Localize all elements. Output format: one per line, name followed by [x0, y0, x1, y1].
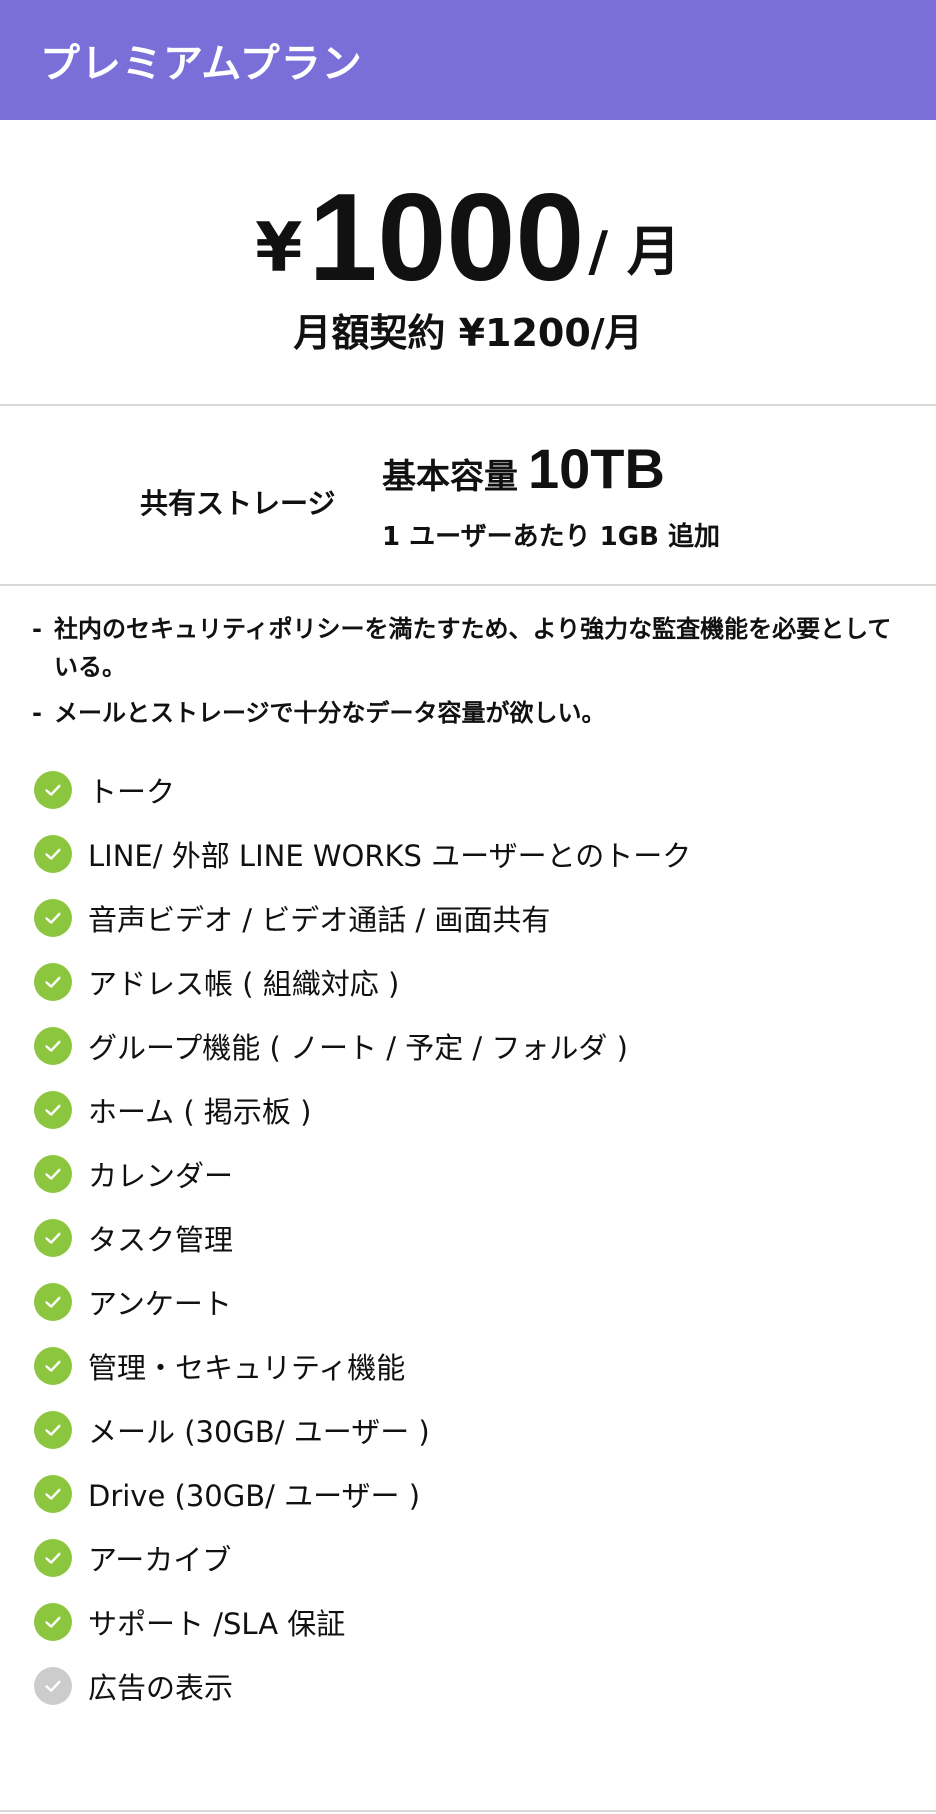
storage-per-user: 1 ユーザーあたり 1GB 追加 — [382, 522, 720, 552]
price-per: / 月 — [588, 220, 681, 283]
note-dash: - — [32, 615, 42, 643]
storage-base-label: 基本容量 — [382, 457, 518, 497]
price-amount: 1000 — [308, 169, 585, 307]
feature-label: グループ機能 ( ノート / 予定 / フォルダ ) — [88, 1031, 628, 1065]
check-circle-icon — [34, 1219, 72, 1257]
feature-item: サポート /SLA 保証 — [34, 1590, 936, 1654]
bottom-divider — [0, 1810, 936, 1812]
feature-label: ホーム ( 掲示板 ) — [88, 1095, 312, 1129]
check-circle-icon — [34, 963, 72, 1001]
feature-item: メール (30GB/ ユーザー ) — [34, 1398, 936, 1462]
price-section: ¥ 1000 / 月 月額契約 ¥1200/月 — [0, 120, 936, 406]
feature-label: トーク — [88, 775, 176, 809]
feature-label: サポート /SLA 保証 — [88, 1607, 346, 1641]
feature-label: カレンダー — [88, 1159, 234, 1193]
feature-label: アーカイブ — [88, 1543, 232, 1577]
feature-label: タスク管理 — [88, 1223, 234, 1257]
check-circle-disabled-icon — [34, 1667, 72, 1705]
feature-item: タスク管理 — [34, 1206, 936, 1270]
check-circle-icon — [34, 1603, 72, 1641]
check-circle-icon — [34, 899, 72, 937]
feature-item: 広告の表示 — [34, 1654, 936, 1718]
feature-label: Drive (30GB/ ユーザー ) — [88, 1479, 421, 1513]
feature-item: 管理・セキュリティ機能 — [34, 1334, 936, 1398]
feature-item: ホーム ( 掲示板 ) — [34, 1078, 936, 1142]
plan-header: プレミアムプラン — [0, 0, 936, 120]
feature-item: 音声ビデオ / ビデオ通話 / 画面共有 — [34, 886, 936, 950]
feature-label: アンケート — [88, 1287, 232, 1321]
storage-label: 共有ストレージ — [140, 487, 336, 520]
check-circle-icon — [34, 1475, 72, 1513]
feature-item: アンケート — [34, 1270, 936, 1334]
feature-label: 広告の表示 — [88, 1671, 234, 1705]
feature-item: グループ機能 ( ノート / 予定 / フォルダ ) — [34, 1014, 936, 1078]
feature-list: トーク LINE/ 外部 LINE WORKS ユーザーとのトーク 音声ビデオ … — [0, 758, 936, 1718]
check-circle-icon — [34, 1539, 72, 1577]
monthly-contract-price: 月額契約 ¥1200/月 — [293, 311, 643, 355]
check-circle-icon — [34, 835, 72, 873]
note-item: - 社内のセキュリティポリシーを満たすため、より強力な監査機能を必要としている。 — [32, 610, 906, 686]
note-text: メールとストレージで十分なデータ容量が欲しい。 — [54, 699, 606, 727]
check-circle-icon — [34, 1155, 72, 1193]
check-circle-icon — [34, 1091, 72, 1129]
check-circle-icon — [34, 1347, 72, 1385]
target-notes: - 社内のセキュリティポリシーを満たすため、より強力な監査機能を必要としている。… — [0, 586, 936, 732]
feature-item: カレンダー — [34, 1142, 936, 1206]
check-circle-icon — [34, 1283, 72, 1321]
check-circle-icon — [34, 1027, 72, 1065]
note-item: - メールとストレージで十分なデータ容量が欲しい。 — [32, 694, 906, 732]
feature-item: トーク — [34, 758, 936, 822]
feature-label: 管理・セキュリティ機能 — [88, 1351, 406, 1385]
check-circle-icon — [34, 771, 72, 809]
feature-label: メール (30GB/ ユーザー ) — [88, 1415, 430, 1449]
feature-label: LINE/ 外部 LINE WORKS ユーザーとのトーク — [88, 839, 692, 873]
feature-item: Drive (30GB/ ユーザー ) — [34, 1462, 936, 1526]
feature-label: アドレス帳 ( 組織対応 ) — [88, 967, 400, 1001]
note-dash: - — [32, 699, 42, 727]
feature-item: LINE/ 外部 LINE WORKS ユーザーとのトーク — [34, 822, 936, 886]
price-main: ¥ 1000 / 月 — [0, 156, 936, 306]
feature-label: 音声ビデオ / ビデオ通話 / 画面共有 — [88, 903, 551, 937]
storage-base-value: 10TB — [528, 437, 665, 500]
feature-item: アドレス帳 ( 組織対応 ) — [34, 950, 936, 1014]
note-text: 社内のセキュリティポリシーを満たすため、より強力な監査機能を必要としている。 — [54, 615, 892, 681]
plan-title: プレミアムプラン — [40, 41, 363, 87]
feature-item: アーカイブ — [34, 1526, 936, 1590]
currency-symbol: ¥ — [255, 209, 303, 288]
check-circle-icon — [34, 1411, 72, 1449]
